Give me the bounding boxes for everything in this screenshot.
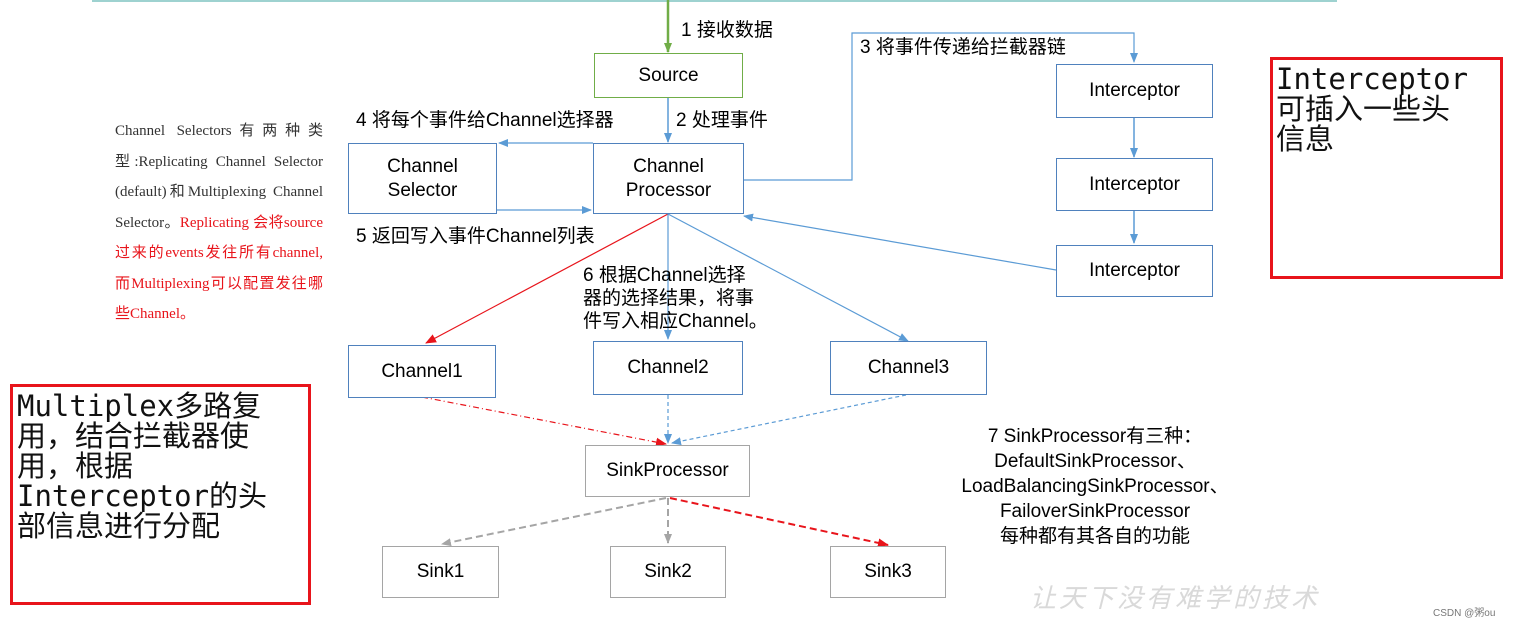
step-2-label: 2 处理事件	[676, 110, 768, 131]
interceptor-2-node: Interceptor	[1056, 158, 1213, 211]
channel1-node: Channel1	[348, 345, 496, 398]
sink2-node: Sink2	[610, 546, 726, 598]
arrow-channel1-to-sinkprocessor	[421, 396, 667, 447]
arrow-processor-to-channel1	[425, 213, 669, 344]
arrow-sinkprocessor-to-sink1	[441, 497, 667, 547]
source-node: Source	[594, 53, 743, 98]
channel-selector-description: Channel Selectors有两种类型:Replicating Chann…	[115, 116, 323, 330]
interceptor-annotation: Interceptor 可插入一些头 信息	[1270, 57, 1503, 279]
interceptor-1-node: Interceptor	[1056, 64, 1213, 118]
channel3-node: Channel3	[830, 341, 987, 395]
step-4-label: 4 将每个事件给Channel选择器	[356, 110, 614, 131]
arrow-processor-to-channel3	[667, 213, 909, 342]
interceptor-3-node: Interceptor	[1056, 245, 1213, 297]
credit-text: CSDN @粥ou	[1433, 608, 1496, 619]
multiplex-annotation: Multiplex多路复 用，结合拦截器使 用，根据 Interceptor的头…	[10, 384, 311, 605]
description-black-text: Channel Selectors有两种类型:Replicating Chann…	[115, 123, 323, 231]
step-1-label: 1 接收数据	[681, 20, 773, 41]
channel-processor-node: Channel Processor	[593, 143, 744, 214]
sink-processor-node: SinkProcessor	[585, 445, 750, 497]
arrow-channel3-to-sinkprocessor	[671, 394, 907, 446]
description-red-text: Replicating 会将source过来的events发往所有channel…	[115, 214, 323, 323]
arrow-sinkprocessor-to-sink3	[669, 497, 889, 548]
watermark-text: 让天下没有难学的技术	[1030, 584, 1321, 614]
sink1-node: Sink1	[382, 546, 499, 598]
arrow-processor-to-interceptor-chain	[744, 32, 1138, 181]
arrow-interceptor3-to-processor	[743, 213, 1057, 271]
sink3-node: Sink3	[830, 546, 946, 598]
channel2-node: Channel2	[593, 341, 743, 395]
channel-selector-node: Channel Selector	[348, 143, 497, 214]
step-5-label: 5 返回写入事件Channel列表	[356, 226, 595, 247]
step-7-label: 7 SinkProcessor有三种： DefaultSinkProcessor…	[961, 426, 1229, 547]
step-3-label: 3 将事件传递给拦截器链	[860, 37, 1066, 58]
step-6-label: 6 根据Channel选择 器的选择结果，将事 件写入相应Channel。	[583, 265, 768, 332]
